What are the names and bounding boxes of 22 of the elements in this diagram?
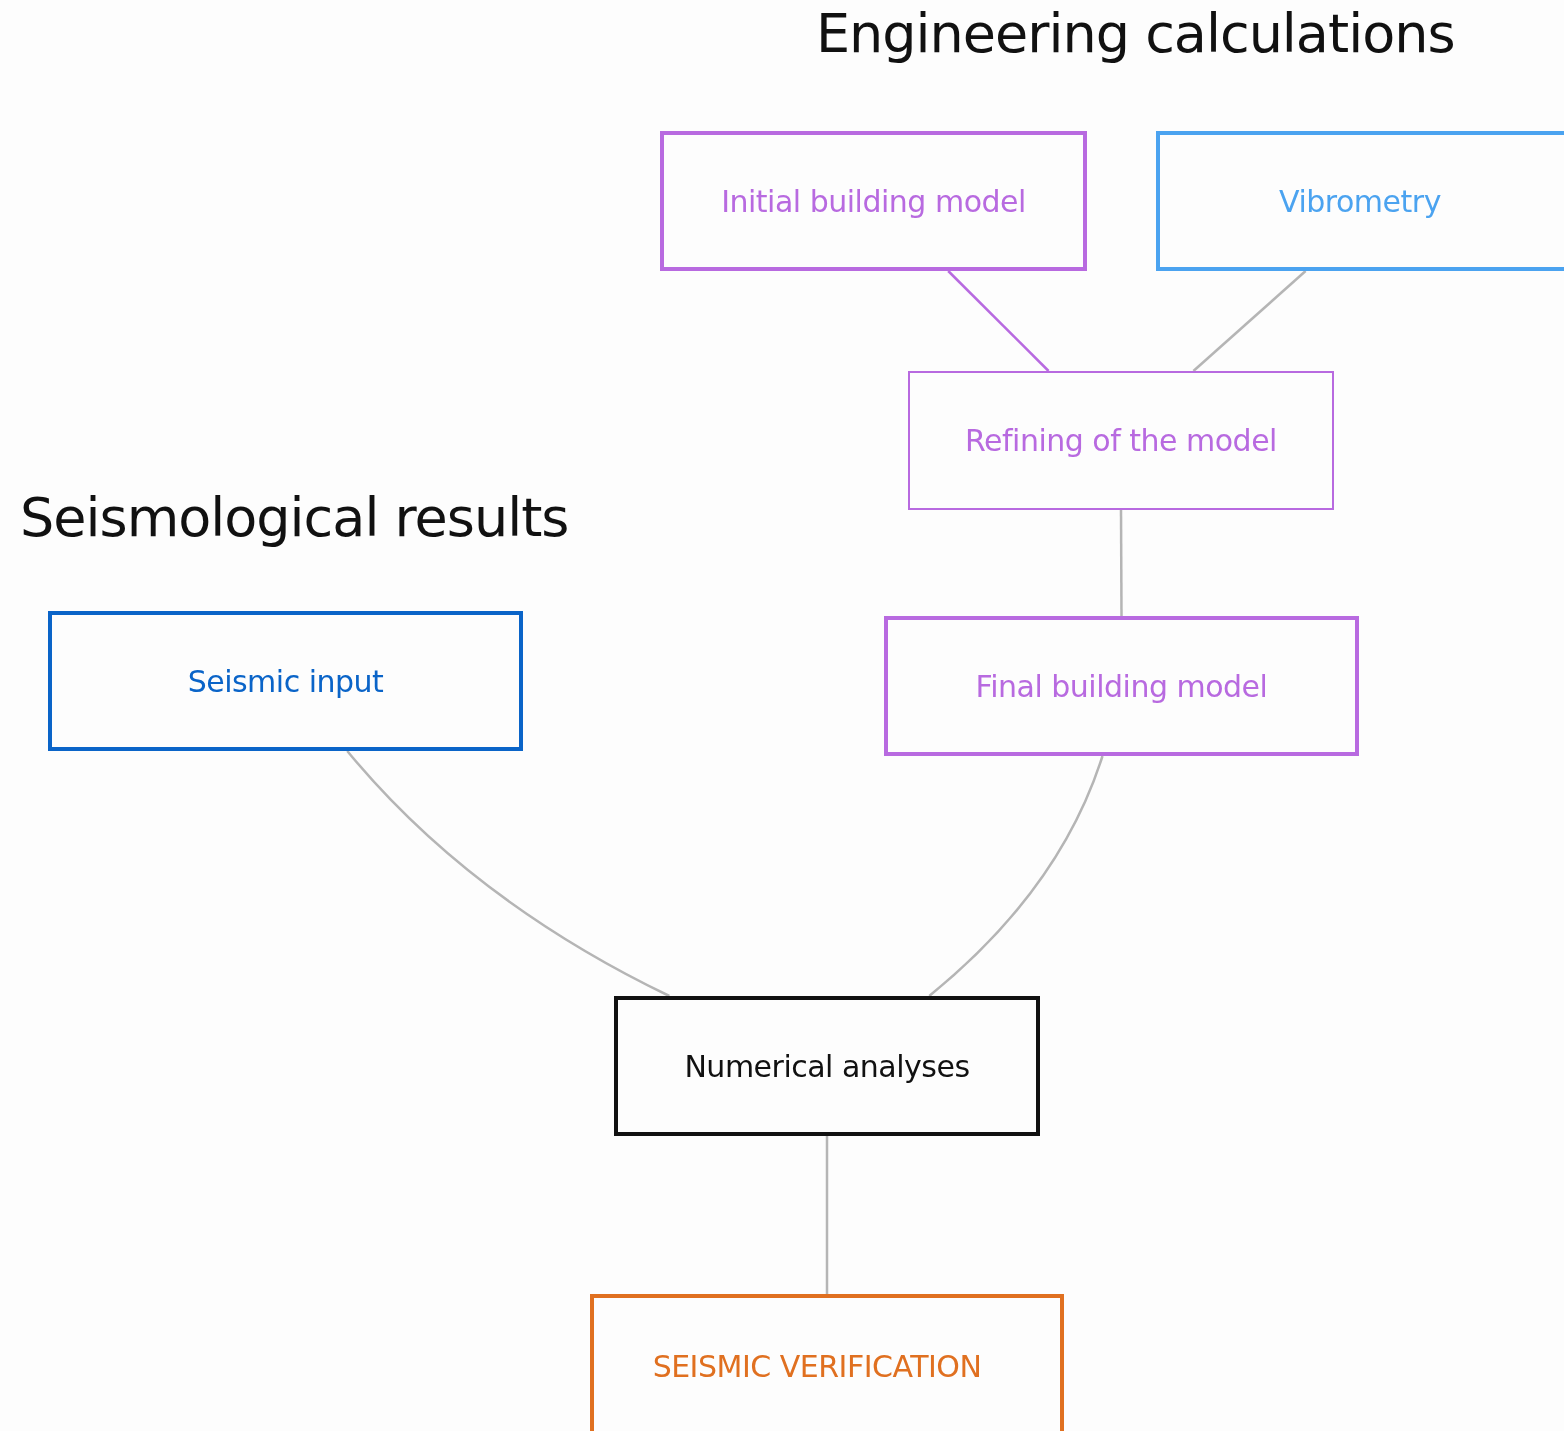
connector-line <box>346 750 670 998</box>
node-label: Final building model <box>974 668 1269 704</box>
node-label: Refining of the model <box>964 423 1278 458</box>
connector-line <box>947 270 1050 372</box>
process-box <box>48 611 523 751</box>
process-box <box>614 996 1040 1136</box>
connector-line <box>1119 510 1123 616</box>
connector-line <box>825 1136 829 1294</box>
node-label: SEISMIC VERIFICATION <box>651 1348 983 1384</box>
connector-line <box>1192 270 1307 372</box>
node-label: Numerical analyses <box>683 1048 971 1084</box>
node-label: Vibrometry <box>1278 183 1442 219</box>
process-box <box>1156 131 1564 271</box>
section-heading: Engineering calculations <box>816 2 1455 65</box>
section-heading: Seismological results <box>20 486 569 549</box>
node-label: Initial building model <box>720 183 1027 219</box>
process-box <box>660 131 1087 271</box>
node-label: Seismic input <box>186 663 385 699</box>
process-box <box>908 371 1334 510</box>
process-box <box>590 1294 1064 1431</box>
connector-line <box>928 755 1104 997</box>
process-box <box>884 616 1359 756</box>
